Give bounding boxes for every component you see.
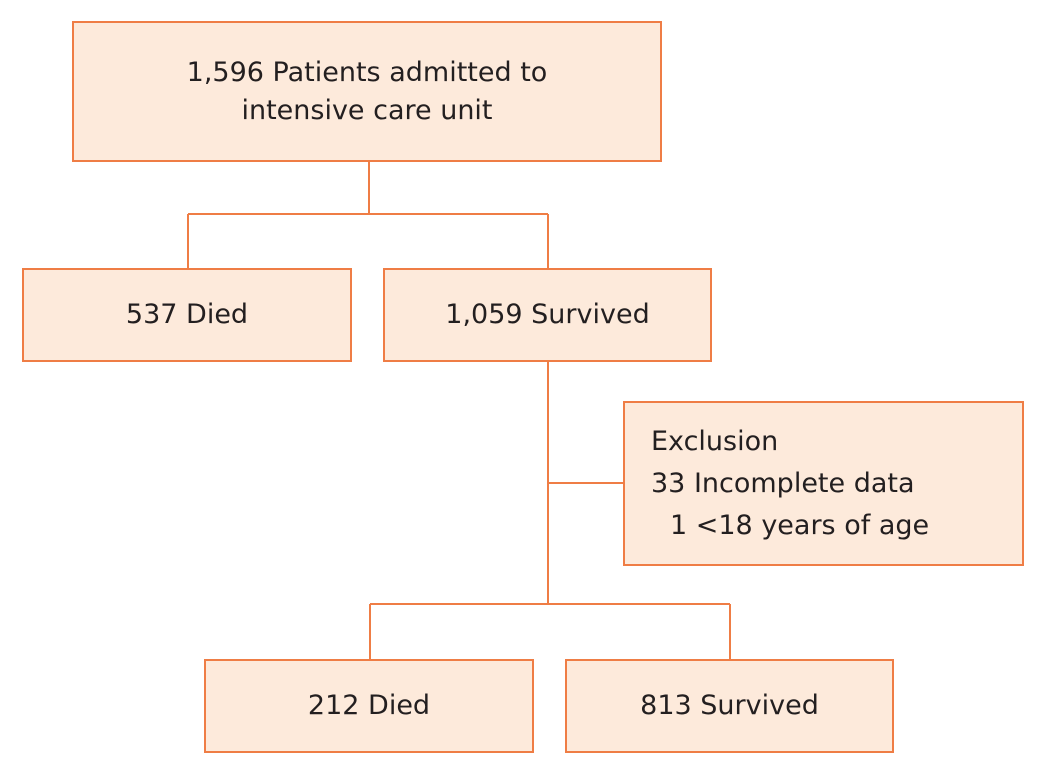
admitted-patients-box: 1,596 Patients admitted to intensive car…	[72, 21, 662, 162]
survived-initial-label: 1,059 Survived	[445, 299, 650, 330]
admitted-line-2: intensive care unit	[241, 94, 493, 126]
exclusion-item-under-18: 1 <18 years of age	[670, 509, 930, 541]
died-initial-box: 537 Died	[22, 268, 352, 362]
survived-final-box: 813 Survived	[565, 659, 894, 753]
died-final-box: 212 Died	[204, 659, 534, 753]
exclusion-title: Exclusion	[651, 425, 779, 457]
died-initial-label: 537 Died	[125, 299, 249, 330]
died-final-label: 212 Died	[307, 690, 431, 721]
survived-initial-box: 1,059 Survived	[383, 268, 712, 362]
survived-final-label: 813 Survived	[640, 690, 819, 721]
exclusion-box: Exclusion 33 Incomplete data 1 <18 years…	[623, 401, 1024, 566]
admitted-line-1: 1,596 Patients admitted to	[186, 56, 548, 88]
exclusion-item-incomplete-data: 33 Incomplete data	[651, 467, 915, 499]
